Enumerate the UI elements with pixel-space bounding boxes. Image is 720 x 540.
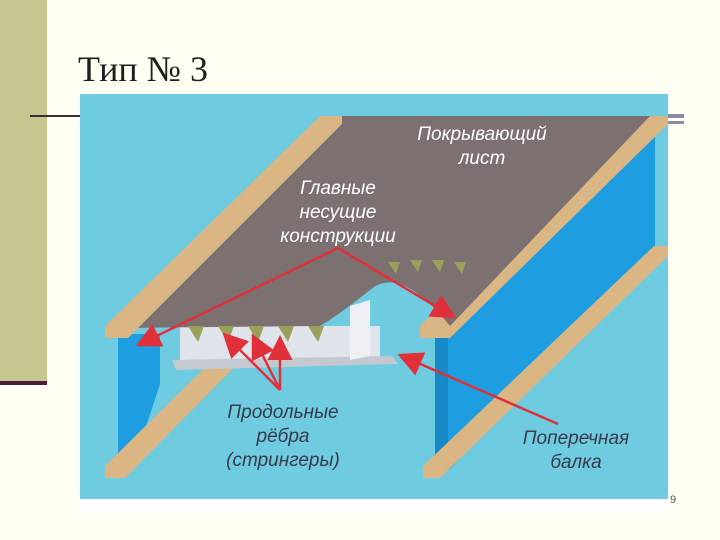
stringer-5	[308, 326, 324, 342]
label-stringers-3: (стрингеры)	[226, 450, 340, 471]
label-crossbeam-1: Поперечная	[523, 428, 629, 449]
title-rule	[30, 115, 82, 117]
diagram-canvas: Покрывающий лист Главные несущие констру…	[80, 94, 668, 499]
stringer-1	[188, 326, 204, 342]
stringer-4	[278, 326, 294, 342]
label-cover-sheet-1: Покрывающий	[417, 124, 547, 145]
cover-sheet	[108, 116, 650, 328]
right-girder-web	[435, 132, 655, 469]
page-number: 9	[670, 494, 677, 506]
left-band-edge	[0, 381, 47, 385]
arrow-stringer-2	[251, 333, 282, 391]
bridge-deck-diagram: Покрывающий лист Главные несущие констру…	[80, 94, 668, 514]
left-girder-top-flange	[105, 116, 342, 338]
label-main-structures-3: конструкции	[280, 226, 396, 247]
right-rule-2	[666, 121, 684, 124]
stringer-back-4	[454, 262, 466, 274]
right-rule	[666, 114, 684, 118]
left-decorative-band	[0, 0, 47, 385]
stringer-back-1	[388, 262, 400, 274]
arrow-main-left	[135, 246, 339, 347]
arrow-stringer-1	[222, 332, 281, 391]
stringer-back-3	[432, 260, 444, 272]
stringer-back-2	[410, 260, 422, 272]
slide-title: Тип № 3	[78, 49, 208, 89]
right-girder-bottom-flange	[423, 246, 668, 478]
arrow-main-right	[337, 246, 457, 319]
left-girder-web	[118, 334, 160, 469]
label-main-structures-2: несущие	[300, 202, 377, 223]
label-stringers-1: Продольные	[227, 402, 338, 423]
crossbeam-flange	[172, 356, 398, 370]
label-cover-sheet-2: лист	[458, 148, 506, 169]
label-stringers-2: рёбра	[256, 426, 310, 447]
right-girder-shade	[435, 334, 448, 469]
label-main-structures-1: Главные	[300, 178, 376, 199]
crossbeam-web-end	[350, 300, 370, 360]
arrow-crossbeam	[397, 352, 559, 426]
label-crossbeam-2: балка	[550, 452, 601, 473]
